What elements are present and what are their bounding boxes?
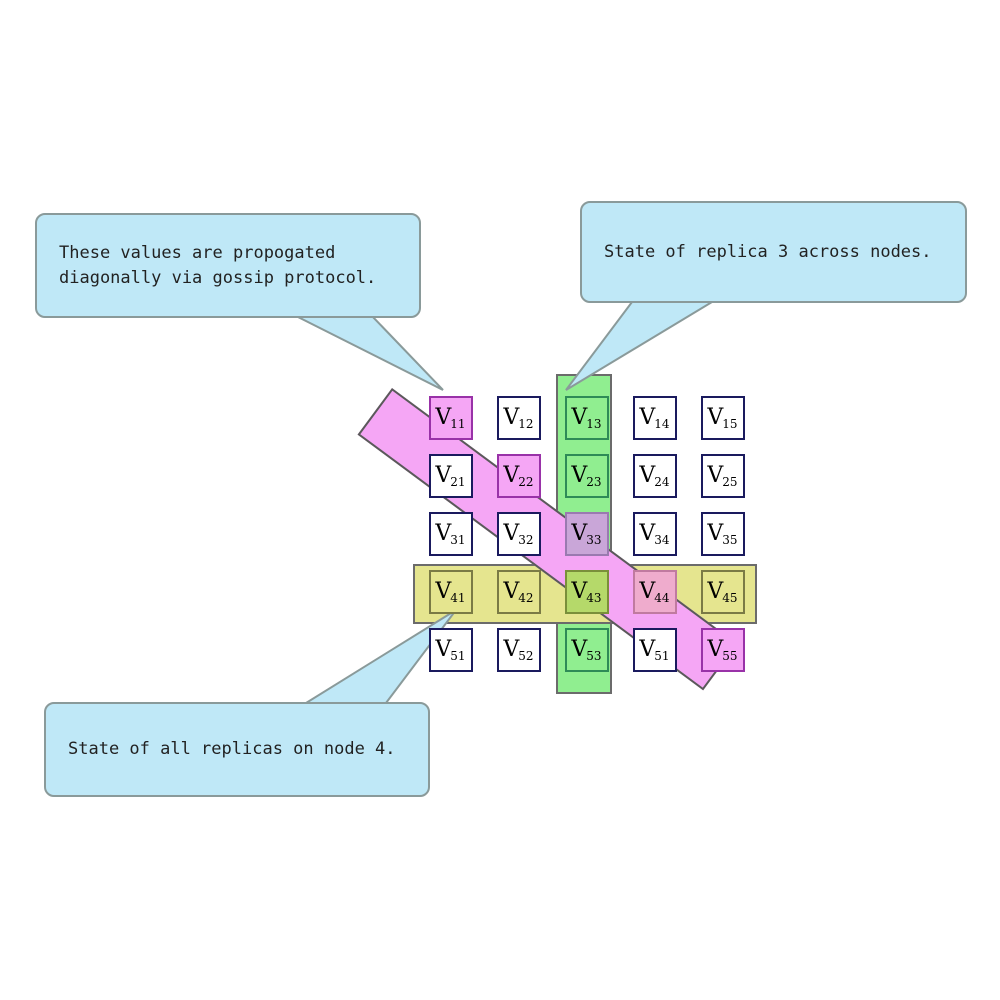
matrix-cell-2-2[interactable]: V22 (497, 454, 541, 498)
matrix-cell-subscript: 53 (586, 649, 602, 663)
matrix-cell-label: V55 (707, 637, 738, 663)
matrix-cell-3-3[interactable]: V33 (565, 512, 609, 556)
matrix-cell-3-5[interactable]: V35 (701, 512, 745, 556)
matrix-cell-label: V11 (435, 405, 466, 431)
matrix-cell-label: V44 (639, 579, 670, 605)
matrix-cell-label: V13 (571, 405, 602, 431)
matrix-cell-subscript: 44 (654, 591, 670, 605)
matrix-cell-subscript: 15 (722, 417, 738, 431)
matrix-cell-subscript: 43 (586, 591, 602, 605)
matrix-cell-subscript: 34 (654, 533, 670, 547)
matrix-cell-subscript: 33 (586, 533, 602, 547)
matrix-cell-5-3[interactable]: V53 (565, 628, 609, 672)
matrix-cell-3-1[interactable]: V31 (429, 512, 473, 556)
matrix-cell-label: V43 (571, 579, 602, 605)
matrix-cell-subscript: 32 (518, 533, 534, 547)
matrix-cell-label: V32 (503, 521, 534, 547)
matrix-cell-subscript: 14 (654, 417, 670, 431)
matrix-cell-5-2[interactable]: V52 (497, 628, 541, 672)
matrix-cell-label: V12 (503, 405, 534, 431)
matrix-cell-2-1[interactable]: V21 (429, 454, 473, 498)
matrix-cell-subscript: 31 (450, 533, 466, 547)
matrix-cell-1-3[interactable]: V13 (565, 396, 609, 440)
matrix-cell-subscript: 52 (518, 649, 534, 663)
matrix-cell-subscript: 25 (722, 475, 738, 489)
matrix-cell-label: V21 (435, 463, 466, 489)
callout-node-text: State of all replicas on node 4. (68, 739, 396, 760)
matrix-cell-subscript: 11 (450, 417, 466, 431)
matrix-cell-4-2[interactable]: V42 (497, 570, 541, 614)
matrix-cell-5-1[interactable]: V51 (429, 628, 473, 672)
matrix-cell-subscript: 12 (518, 417, 534, 431)
matrix-cell-4-5[interactable]: V45 (701, 570, 745, 614)
matrix-cell-label: V35 (707, 521, 738, 547)
matrix-cell-4-3[interactable]: V43 (565, 570, 609, 614)
matrix-cell-5-4[interactable]: V51 (633, 628, 677, 672)
callout-gossip-protocol[interactable]: These values are propogated diagonally v… (35, 213, 421, 318)
matrix-cell-1-4[interactable]: V14 (633, 396, 677, 440)
matrix-cell-label: V45 (707, 579, 738, 605)
matrix-cell-label: V23 (571, 463, 602, 489)
matrix-cell-label: V52 (503, 637, 534, 663)
matrix-cell-label: V34 (639, 521, 670, 547)
matrix-cell-subscript: 41 (450, 591, 466, 605)
matrix-cell-label: V31 (435, 521, 466, 547)
matrix-cell-label: V51 (435, 637, 466, 663)
matrix-cell-subscript: 23 (586, 475, 602, 489)
matrix-cell-3-2[interactable]: V32 (497, 512, 541, 556)
callout-replica-state[interactable]: State of replica 3 across nodes. (580, 201, 967, 303)
matrix-cell-5-5[interactable]: V55 (701, 628, 745, 672)
matrix-cell-4-4[interactable]: V44 (633, 570, 677, 614)
matrix-cell-label: V51 (639, 637, 670, 663)
matrix-cell-1-5[interactable]: V15 (701, 396, 745, 440)
matrix-cell-subscript: 51 (654, 649, 670, 663)
matrix-cell-label: V25 (707, 463, 738, 489)
matrix-cell-label: V15 (707, 405, 738, 431)
matrix-cell-subscript: 13 (586, 417, 602, 431)
matrix-cell-label: V33 (571, 521, 602, 547)
matrix-cell-4-1[interactable]: V41 (429, 570, 473, 614)
matrix-cell-subscript: 55 (722, 649, 738, 663)
matrix-cell-2-3[interactable]: V23 (565, 454, 609, 498)
matrix-cell-subscript: 24 (654, 475, 670, 489)
matrix-cell-subscript: 22 (518, 475, 534, 489)
matrix-cell-1-1[interactable]: V11 (429, 396, 473, 440)
matrix-cell-subscript: 51 (450, 649, 466, 663)
callout-node-state[interactable]: State of all replicas on node 4. (44, 702, 430, 797)
matrix-cell-label: V24 (639, 463, 670, 489)
callout-gossip-text: These values are propogated diagonally v… (59, 242, 377, 288)
matrix-cell-label: V42 (503, 579, 534, 605)
matrix-cell-1-2[interactable]: V12 (497, 396, 541, 440)
matrix-cell-label: V14 (639, 405, 670, 431)
matrix-cell-label: V22 (503, 463, 534, 489)
matrix-cell-subscript: 21 (450, 475, 466, 489)
matrix-cell-2-5[interactable]: V25 (701, 454, 745, 498)
matrix-cell-subscript: 42 (518, 591, 534, 605)
matrix-cell-subscript: 45 (722, 591, 738, 605)
matrix-cell-subscript: 35 (722, 533, 738, 547)
callout-replica-text: State of replica 3 across nodes. (604, 241, 932, 262)
matrix-cell-3-4[interactable]: V34 (633, 512, 677, 556)
matrix-cell-label: V41 (435, 579, 466, 605)
matrix-cell-2-4[interactable]: V24 (633, 454, 677, 498)
matrix-cell-label: V53 (571, 637, 602, 663)
